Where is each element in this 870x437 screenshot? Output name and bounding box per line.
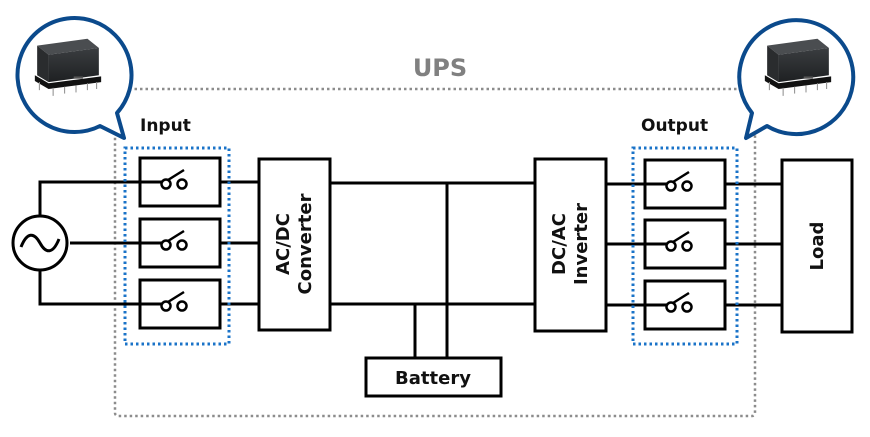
- output-relay-switch-icon: [643, 158, 727, 210]
- output-relay-switch-icon: [643, 279, 727, 331]
- input-relay-callout: [15, 16, 134, 140]
- inverter-label-line2: Inverter: [571, 203, 592, 285]
- output-relay-switch-icon: [643, 218, 727, 270]
- input-relay-switch-icon: [138, 278, 222, 330]
- battery-block: [364, 356, 503, 398]
- ac-dc-converter-block: [257, 157, 332, 332]
- output-label: Output: [641, 116, 708, 136]
- ac-source-icon: [11, 214, 69, 272]
- input-relay-group: [123, 146, 231, 346]
- load-label: Load: [807, 222, 828, 271]
- ups-boundary: [113, 87, 757, 418]
- output-relay-group: [631, 146, 739, 346]
- input-wiring: [38, 180, 782, 358]
- input-relay-switch-icon: [138, 156, 222, 208]
- output-relay-callout: [737, 18, 856, 140]
- ups-title: UPS: [413, 54, 467, 82]
- dc-ac-inverter-block: [533, 157, 608, 333]
- input-relay-switch-icon: [138, 217, 222, 269]
- battery-label: Battery: [395, 368, 471, 389]
- converter-label-line1: AC/DC: [273, 213, 294, 275]
- converter-label-line2: Converter: [295, 193, 316, 294]
- input-label: Input: [140, 116, 191, 136]
- load-block: [780, 158, 854, 334]
- inverter-label-line1: DC/AC: [549, 213, 570, 275]
